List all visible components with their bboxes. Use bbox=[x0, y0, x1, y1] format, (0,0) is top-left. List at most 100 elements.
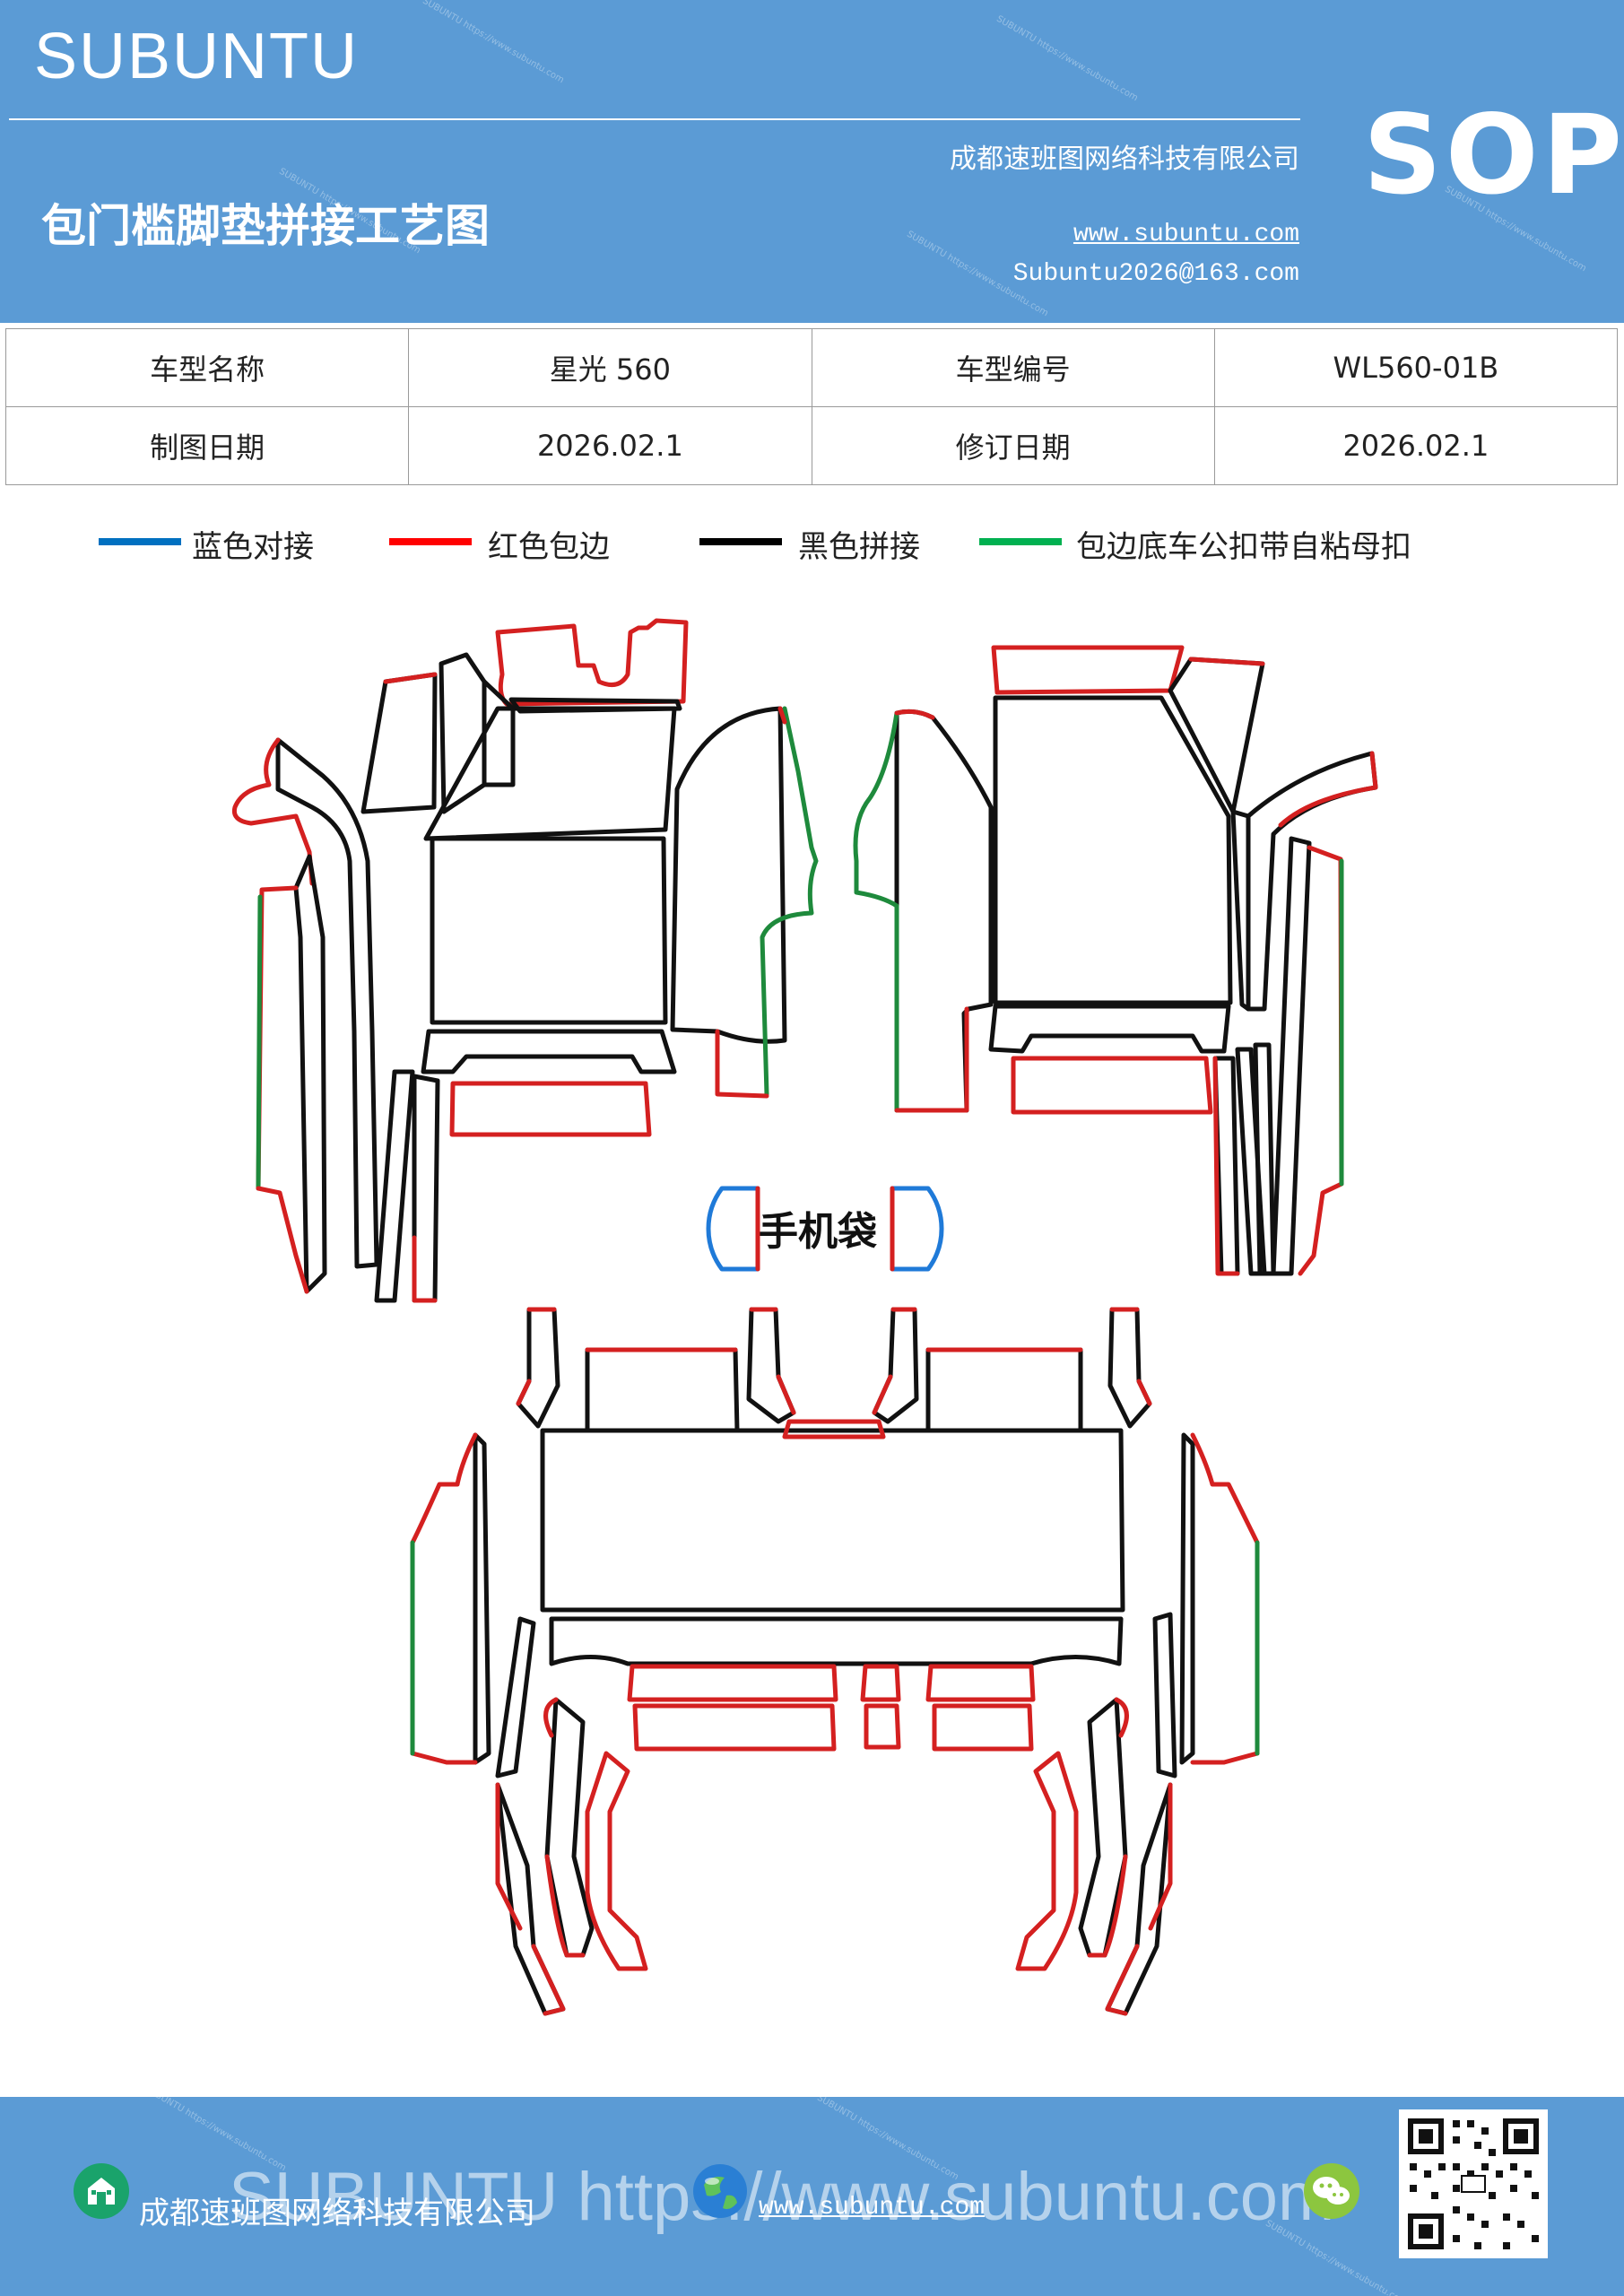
mat-panel bbox=[746, 1307, 796, 1424]
mat-trim bbox=[1188, 657, 1265, 666]
website-link[interactable]: www.subuntu.com bbox=[1073, 221, 1299, 248]
mat-trim bbox=[1298, 845, 1344, 1276]
mat-trim bbox=[1087, 1697, 1129, 1958]
pocket-left-tab bbox=[706, 1186, 760, 1272]
header-banner: SUBUNTU https://www.subuntu.com SUBUNTU … bbox=[0, 0, 1624, 323]
footer-company: 成都速班图网络科技有限公司 bbox=[139, 2196, 535, 2231]
mat-trim bbox=[231, 737, 315, 886]
front-left-mats bbox=[231, 618, 819, 1303]
mat-panel bbox=[585, 1347, 740, 1433]
mat-trim bbox=[1105, 1782, 1173, 2016]
pocket-right-tab bbox=[890, 1186, 944, 1272]
qr-code bbox=[1399, 2109, 1548, 2258]
footer-banner: SUBUNTU https://www.subuntu.com SUBUNTU … bbox=[0, 2097, 1624, 2296]
mat-panel bbox=[430, 836, 668, 1025]
mat-panel bbox=[1230, 809, 1251, 1012]
legend-label: 蓝色对接 bbox=[192, 529, 314, 565]
mat-trim bbox=[1109, 1307, 1152, 1406]
mat-velcro bbox=[760, 706, 819, 1097]
mat-panel bbox=[473, 1432, 491, 1765]
mat-trim bbox=[1011, 1056, 1213, 1115]
table-cell-label: 修订日期 bbox=[811, 406, 1215, 485]
mat-panel bbox=[421, 1029, 677, 1074]
mat-trim bbox=[1015, 1751, 1079, 1971]
mat-panel bbox=[1179, 1432, 1195, 1765]
mat-panel bbox=[482, 679, 516, 787]
mat-trim bbox=[516, 1307, 557, 1406]
mat-panel bbox=[1152, 1612, 1177, 1779]
mat-panel bbox=[925, 1347, 1083, 1433]
legend-swatch bbox=[389, 538, 472, 545]
table-row: 制图日期 2026.02.1 修订日期 2026.02.1 bbox=[4, 406, 1619, 485]
line-legend: 蓝色对接 红色包边 黑色拼接 包边底车公扣带自粘母扣 bbox=[0, 522, 1624, 576]
company-name: 成都速班图网络科技有限公司 bbox=[950, 144, 1299, 175]
phone-pocket-label: 手机袋 bbox=[759, 1209, 877, 1255]
mat-trim bbox=[1212, 1056, 1240, 1276]
mat-panel bbox=[549, 1616, 1124, 1666]
mat-trim bbox=[412, 1235, 438, 1303]
legend-swatch bbox=[979, 538, 1062, 545]
table-cell-value: 星光 560 bbox=[408, 328, 812, 407]
building-icon bbox=[74, 2163, 129, 2219]
legend-label: 红色包边 bbox=[488, 529, 610, 565]
mat-trim bbox=[495, 618, 689, 707]
mat-panel bbox=[993, 695, 1233, 1005]
mat-panel bbox=[872, 1307, 919, 1424]
mat-trim bbox=[991, 645, 1185, 695]
mat-trim bbox=[872, 1307, 917, 1415]
watermark-text: SUBUNTU https://www.subuntu.com bbox=[994, 13, 1140, 104]
table-row: 车型名称 星光 560 车型编号 WL560-01B bbox=[4, 328, 1619, 407]
mat-panel bbox=[988, 1004, 1231, 1054]
mat-panel bbox=[293, 854, 327, 1294]
brand-name: SUBUNTU bbox=[34, 21, 360, 92]
table-cell-label: 车型名称 bbox=[4, 328, 410, 407]
phone-pocket bbox=[706, 1186, 944, 1272]
mat-trim bbox=[1190, 1432, 1260, 1765]
mat-panel bbox=[1107, 1307, 1152, 1429]
globe-icon bbox=[693, 2164, 747, 2218]
legend-swatch bbox=[99, 538, 181, 545]
footer-website-link[interactable]: www.subuntu.com bbox=[759, 2194, 986, 2222]
mat-trim bbox=[749, 1307, 796, 1415]
mat-trim bbox=[782, 1419, 886, 1439]
mat-panel bbox=[412, 1074, 440, 1303]
wechat-icon bbox=[1304, 2163, 1359, 2219]
mat-panel bbox=[1253, 1042, 1276, 1276]
mat-trim bbox=[627, 1664, 838, 1702]
mat-panel bbox=[439, 652, 487, 814]
document-title: 包门槛脚垫拼接工艺图 bbox=[41, 199, 490, 252]
mat-trim bbox=[383, 672, 438, 684]
mat-trim bbox=[256, 885, 299, 1191]
table-cell-label: 制图日期 bbox=[4, 406, 410, 485]
mat-trim bbox=[932, 1703, 1034, 1752]
mat-panel bbox=[360, 672, 438, 814]
table-cell-value: 2026.02.1 bbox=[1213, 406, 1619, 485]
rear-mats bbox=[410, 1307, 1260, 2016]
mat-trim bbox=[410, 1432, 478, 1765]
mat-panel bbox=[894, 709, 994, 1113]
email-address[interactable]: Subuntu2026@163.com bbox=[1012, 260, 1299, 288]
mat-trim bbox=[495, 1782, 566, 2016]
mat-trim bbox=[585, 1751, 648, 1971]
footer-watermark: SUBUNTU https://www.subuntu.com bbox=[229, 2159, 1335, 2235]
vehicle-info-table: 车型名称 星光 560 车型编号 WL560-01B 制图日期 2026.02.… bbox=[4, 328, 1619, 485]
front-right-mats bbox=[853, 645, 1378, 1276]
mat-panel bbox=[1271, 836, 1312, 1276]
sop-badge: SOP bbox=[1363, 91, 1624, 219]
table-cell-value: 2026.02.1 bbox=[408, 406, 812, 485]
table-cell-label: 车型编号 bbox=[811, 328, 1215, 407]
mat-trim bbox=[1278, 751, 1378, 828]
legend-swatch bbox=[699, 538, 782, 545]
mat-panel bbox=[670, 706, 787, 1044]
floor-mat-diagram bbox=[231, 618, 1378, 2016]
mat-panel bbox=[1078, 1697, 1128, 1958]
table-cell-value: WL560-01B bbox=[1213, 328, 1619, 407]
mat-panel bbox=[275, 737, 379, 1269]
mat-panel bbox=[495, 1616, 536, 1779]
mat-panel bbox=[374, 1069, 415, 1303]
watermark-text: SUBUNTU https://www.subuntu.com bbox=[421, 0, 566, 86]
legend-label: 黑色拼接 bbox=[798, 529, 920, 565]
header-divider bbox=[9, 118, 1300, 120]
mat-velcro bbox=[853, 710, 899, 1113]
mat-panel bbox=[516, 1307, 560, 1429]
